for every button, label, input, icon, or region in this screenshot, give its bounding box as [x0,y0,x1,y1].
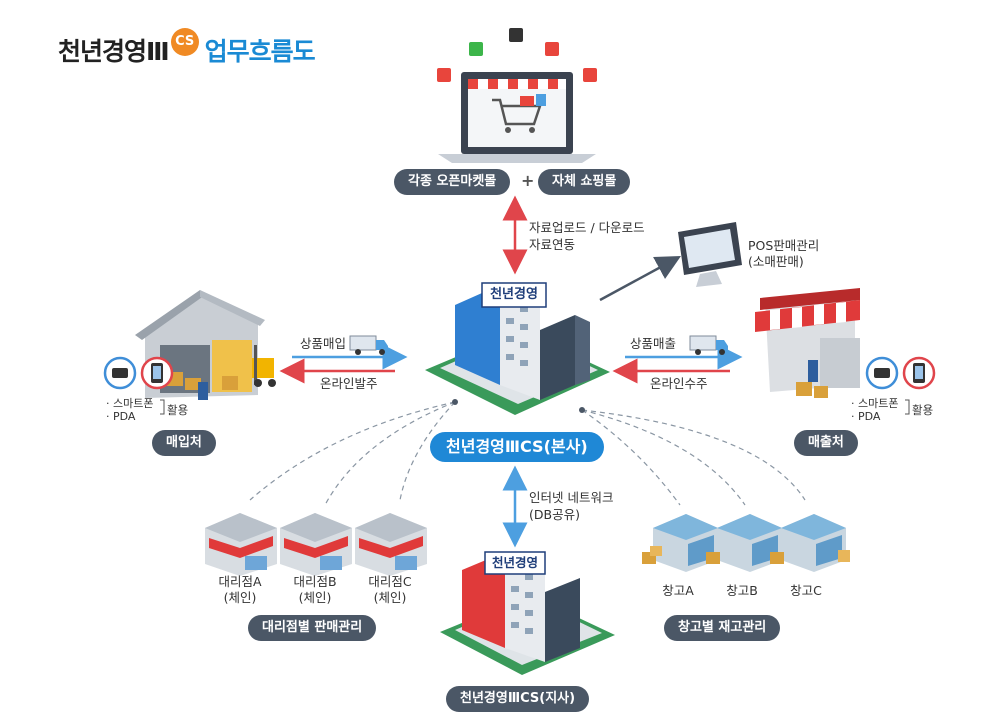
agency-name: 대리점C [368,574,412,589]
warehouse-icons [642,514,850,572]
dashed-links [249,401,806,506]
agency-label: 대리점별 판매관리 [248,615,377,641]
device-icons-right [865,356,936,390]
branch-building-icon [440,551,615,675]
agency-name: 대리점B [293,574,337,589]
cs-badge: CS [170,28,199,56]
market-badge-icon [583,68,597,82]
hq-sign: 천년경영 [490,287,538,302]
agency-sub: (체인) [373,590,407,605]
supplier-use: 활용 [167,403,189,417]
truck-icon-right [689,335,728,355]
plus-sign: + [521,171,535,190]
device-icons-left [103,356,174,390]
market-badge-icon [469,42,483,56]
market-badge-icon [509,28,523,42]
warehouse-supplier-icon [135,290,276,400]
customer-device2: · PDA [851,410,881,423]
store-customer-icon [755,288,860,398]
market-badge-icon [437,68,451,82]
branch-label: 천년경영ⅢCS(지사) [446,686,590,712]
market-badge-icon [545,42,559,56]
title-main: 천년경영Ⅲ [58,37,170,66]
customer-label: 매출처 [794,430,858,456]
hq-label: 천년경영ⅢCS(본사) [430,432,604,462]
warehouse-name: 창고C [790,583,822,598]
pos-title: POS판매관리 [748,238,820,253]
warehouse-label: 창고별 재고관리 [664,615,781,641]
own-mall-label: 자체 쇼핑몰 [538,169,631,195]
laptop-shop-icon [438,72,596,163]
hq-building-icon [425,282,610,415]
open-market-label: 각종 오픈마켓몰 [394,169,511,195]
customer-device1: · 스마트폰 [851,397,899,410]
supplier-label: 매입처 [152,430,216,456]
truck-icon-left [349,335,388,355]
purchase-text: 상품매입 [300,336,347,351]
online-order-text: 온라인발주 [320,376,378,391]
network-text: 인터넷 네트워크 [529,490,614,505]
agency-name: 대리점A [218,574,262,589]
pos-terminal-icon [678,222,742,287]
online-receive-text: 온라인수주 [650,376,708,391]
warehouse-name: 창고A [662,583,694,598]
pos-sub: (소매판매) [748,254,804,269]
upload-download-text: 자료업로드 / 다운로드 [529,220,645,235]
branch-sign: 천년경영 [491,555,538,570]
db-share-text: (DB공유) [529,507,580,522]
title-sub: 업무흐름도 [204,37,316,66]
page-title: 천년경영Ⅲ CS 업무흐름도 [58,28,316,68]
agency-sub: (체인) [298,590,332,605]
supplier-device2: · PDA [106,410,136,423]
customer-use: 활용 [912,403,934,417]
supplier-device1: · 스마트폰 [106,397,154,410]
sales-text: 상품매출 [630,336,677,351]
agency-sub: (체인) [223,590,257,605]
data-sync-text: 자료연동 [529,237,576,252]
agency-shop-icons [205,513,427,576]
warehouse-name: 창고B [726,583,758,598]
